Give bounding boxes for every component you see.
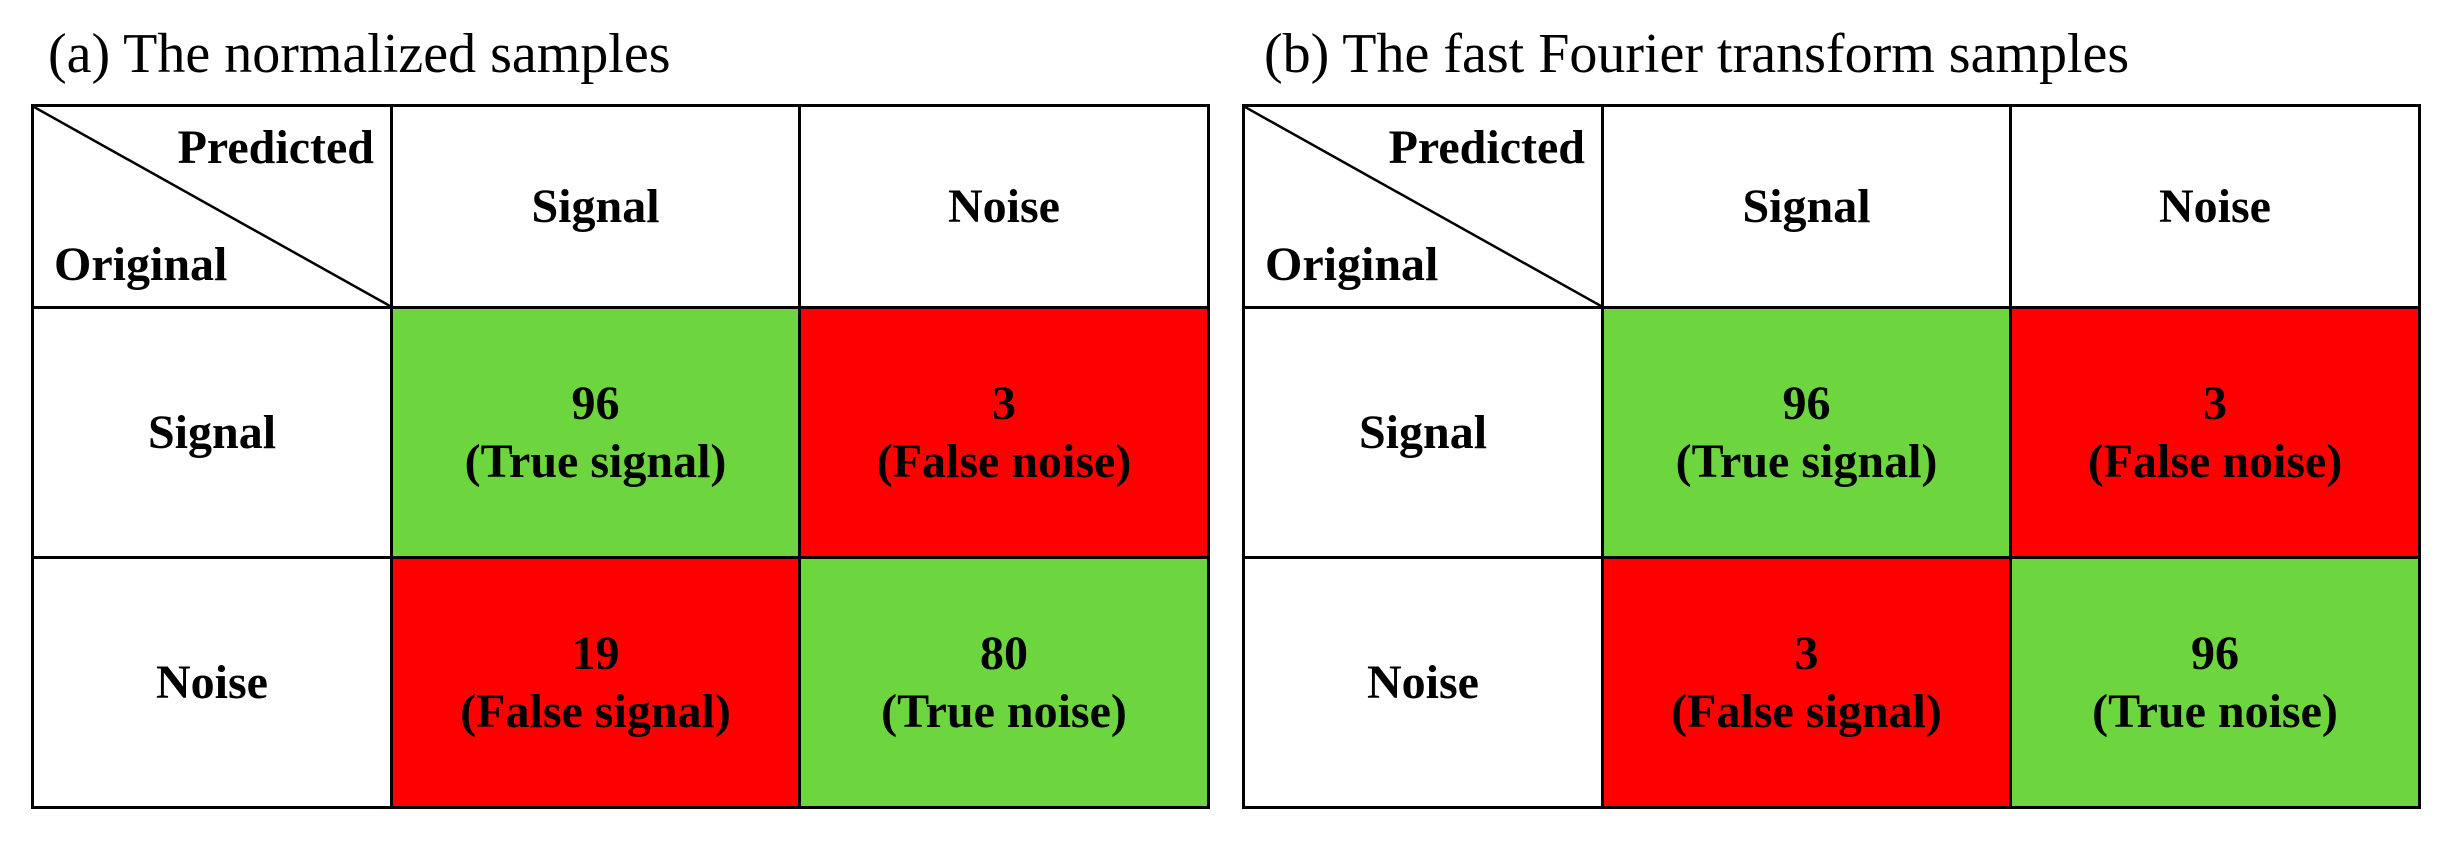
cell-value: 96 (2191, 626, 2239, 680)
row-header-noise: Noise (31, 556, 393, 809)
cell-value: 3 (992, 376, 1016, 430)
header-row: Predicted Original Signal Noise (1242, 104, 2421, 309)
panel-title: (a) The normalized samples (48, 23, 671, 85)
cell-description: (True noise) (881, 684, 1127, 738)
cell-description: (False noise) (2087, 434, 2343, 488)
column-header-signal: Signal (1601, 104, 2012, 309)
diagonal-divider (34, 107, 390, 306)
cell-false-signal: 19 (False signal) (390, 556, 801, 809)
original-axis-label: Original (54, 238, 228, 291)
header-row: Predicted Original Signal Noise (31, 104, 1210, 309)
column-header-noise: Noise (2009, 104, 2421, 309)
predicted-axis-label: Predicted (177, 121, 374, 174)
original-axis-label: Original (1265, 238, 1439, 291)
cell-true-noise: 96 (True noise) (2009, 556, 2421, 809)
cell-description: (True signal) (1675, 434, 1938, 488)
cell-value: 3 (2203, 376, 2227, 430)
cell-true-noise: 80 (True noise) (798, 556, 1210, 809)
cell-description: (False signal) (460, 684, 731, 738)
cell-true-signal: 96 (True signal) (1601, 306, 2012, 559)
cell-value: 96 (1782, 376, 1831, 430)
corner-cell: Predicted Original (31, 104, 393, 309)
row-header-signal: Signal (31, 306, 393, 559)
cell-value: 3 (1794, 626, 1819, 680)
column-header-noise: Noise (798, 104, 1210, 309)
confusion-matrix-table: Predicted Original Signal Noise Signal 9… (1242, 104, 2421, 809)
cell-description: (False signal) (1671, 684, 1942, 738)
column-header-signal: Signal (390, 104, 801, 309)
matrix-row-noise: Noise 3 (False signal) 96 (True noise) (1242, 556, 2421, 809)
panel-title: (b) The fast Fourier transform samples (1264, 23, 2130, 85)
cell-description: (False noise) (876, 434, 1132, 488)
cell-value: 19 (571, 626, 620, 680)
corner-cell: Predicted Original (1242, 104, 1604, 309)
cell-description: (True signal) (464, 434, 727, 488)
matrix-row-noise: Noise 19 (False signal) 80 (True noise) (31, 556, 1210, 809)
cell-value: 80 (980, 626, 1028, 680)
cell-false-noise: 3 (False noise) (2009, 306, 2421, 559)
row-header-noise: Noise (1242, 556, 1604, 809)
cell-description: (True noise) (2092, 684, 2338, 738)
cell-value: 96 (571, 376, 620, 430)
diagonal-divider (1245, 107, 1601, 306)
matrix-row-signal: Signal 96 (True signal) 3 (False noise) (1242, 306, 2421, 559)
predicted-axis-label: Predicted (1388, 121, 1585, 174)
confusion-matrix-table: Predicted Original Signal Noise Signal 9… (31, 104, 1210, 809)
cell-false-noise: 3 (False noise) (798, 306, 1210, 559)
cell-true-signal: 96 (True signal) (390, 306, 801, 559)
matrix-row-signal: Signal 96 (True signal) 3 (False noise) (31, 306, 1210, 559)
row-header-signal: Signal (1242, 306, 1604, 559)
cell-false-signal: 3 (False signal) (1601, 556, 2012, 809)
